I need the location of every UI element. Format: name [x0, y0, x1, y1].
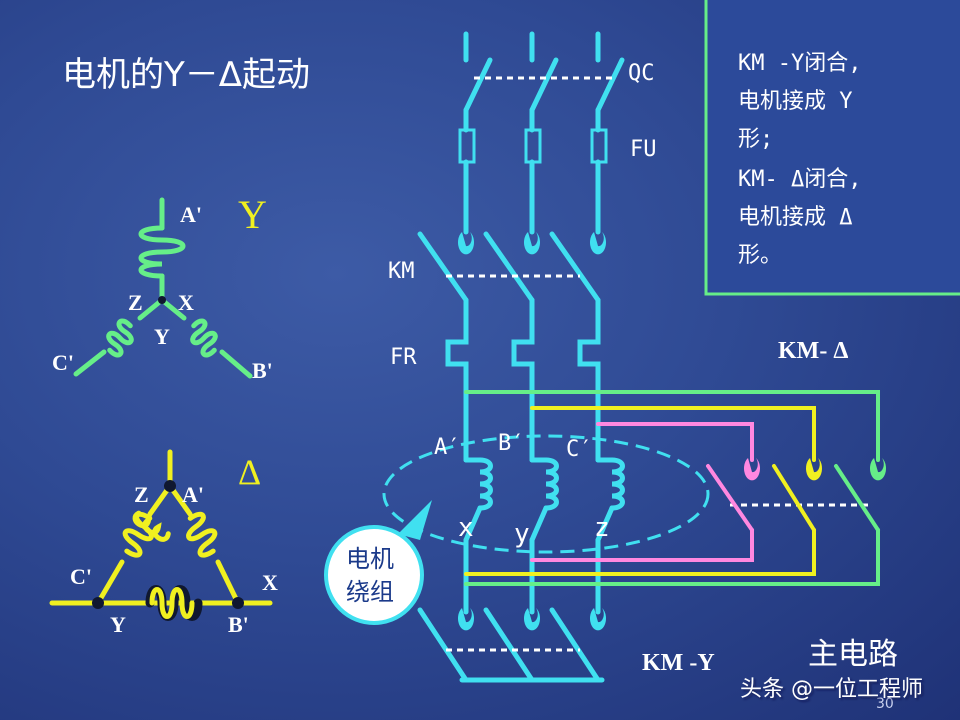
label-y: y — [514, 519, 530, 549]
slide-title: 电机的Y－Δ起动 — [62, 55, 310, 95]
y-label-y: Y — [154, 324, 170, 349]
delta-label-y: Y — [110, 612, 126, 637]
note-line-3: 形; — [738, 127, 773, 152]
winding-callout: 电机 绕组 — [324, 500, 432, 625]
note-line-6: 形。 — [738, 243, 782, 268]
y-label-a-prime: A' — [180, 202, 202, 227]
delta-symbol: Δ — [238, 452, 261, 492]
note-line-2: 电机接成 Y — [738, 89, 853, 114]
y-neutral-node — [158, 296, 166, 304]
delta-label-z: Z — [134, 482, 149, 507]
note-line-4: KM- Δ闭合, — [738, 167, 861, 192]
km-contacts — [457, 232, 606, 631]
delta-node-top — [164, 480, 176, 492]
page-number: 30 — [876, 696, 894, 712]
note-line-1: KM -Y闭合, — [738, 51, 861, 76]
label-a-prime: A′ — [434, 435, 461, 460]
delta-node-right — [232, 597, 244, 609]
delta-label-a-prime: A' — [182, 482, 204, 507]
delta-label-x: X — [262, 570, 278, 595]
delta-node-left — [92, 597, 104, 609]
km-delta-contacts — [743, 458, 886, 481]
callout-line-1: 电机 — [346, 545, 394, 573]
notes-box: KM -Y闭合, 电机接成 Y 形; KM- Δ闭合, 电机接成 Δ 形。 — [704, 0, 960, 296]
y-label-b-prime: B' — [252, 358, 273, 383]
label-fu: FU — [630, 137, 657, 162]
callout-line-2: 绕组 — [346, 578, 394, 606]
label-fr: FR — [390, 345, 417, 370]
watermark: 头条 @一位工程师 — [740, 677, 923, 702]
delta-label-b-prime: B' — [228, 612, 249, 637]
label-qc: QC — [628, 61, 655, 86]
caption-main-circuit: 主电路 — [808, 637, 898, 672]
km-delta-circuit — [464, 390, 880, 586]
label-x: x — [458, 513, 474, 543]
y-label-x: X — [178, 290, 194, 315]
label-km-y: KM -Y — [642, 650, 715, 676]
label-km-delta: KM- Δ — [778, 338, 848, 364]
y-label-z: Z — [128, 290, 143, 315]
note-line-5: 电机接成 Δ — [738, 205, 853, 230]
label-b-prime: B′ — [498, 431, 525, 456]
label-c-prime: C′ — [566, 437, 593, 462]
y-label-c-prime: C' — [52, 350, 74, 375]
delta-label-c-prime: C' — [70, 564, 92, 589]
y-connection-diagram — [73, 197, 253, 379]
label-km: KM — [388, 259, 415, 284]
y-symbol: Y — [238, 192, 267, 237]
winding-highlight — [382, 434, 710, 554]
label-z: z — [594, 513, 610, 543]
